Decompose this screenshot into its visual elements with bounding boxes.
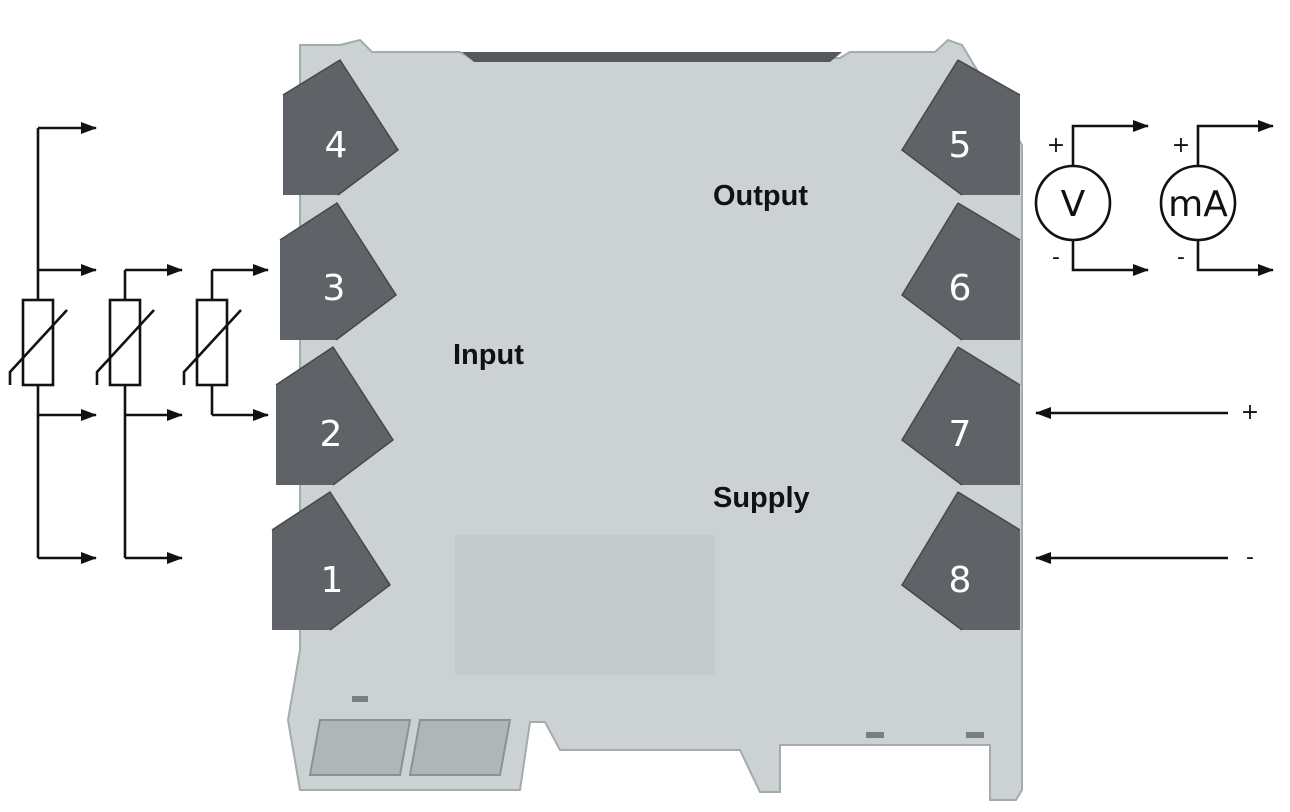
- terminal-number: 7: [949, 414, 972, 455]
- terminal-number: 2: [320, 414, 343, 455]
- minus-sign: -: [1177, 245, 1185, 270]
- ammeter: mA + -: [1159, 120, 1274, 276]
- terminal-number: 1: [321, 560, 344, 601]
- supply-wiring: + -: [1035, 400, 1259, 570]
- terminal-number: 4: [325, 125, 348, 166]
- left-terminal-2: 2: [275, 345, 395, 486]
- voltmeter-icon: [1034, 164, 1112, 242]
- ammeter-icon: [1159, 164, 1237, 242]
- right-terminal-5: 5: [901, 59, 1021, 196]
- plus-sign: +: [1047, 133, 1065, 158]
- rtd-sensor-icon: [8, 298, 68, 387]
- terminal-number: 5: [949, 125, 972, 166]
- left-terminal-1: 1: [271, 490, 392, 631]
- module-housing: [286, 38, 1023, 801]
- rtd-sensor-icon: [182, 298, 242, 387]
- voltmeter-symbol: V: [1061, 184, 1086, 225]
- output-label: Output: [713, 180, 808, 212]
- minus-sign: -: [1052, 245, 1060, 270]
- plus-sign: +: [1172, 133, 1190, 158]
- right-terminal-6: 6: [901, 202, 1021, 341]
- left-terminal-4: 4: [282, 58, 400, 196]
- voltmeter: V + -: [1034, 120, 1149, 276]
- terminal-number: 3: [323, 268, 346, 309]
- supply-plus-sign: +: [1241, 400, 1259, 425]
- right-terminal-8: 8: [901, 491, 1021, 631]
- terminal-number: 6: [949, 268, 972, 309]
- ammeter-symbol: mA: [1168, 184, 1228, 225]
- input-label: Input: [453, 339, 524, 371]
- sensor-wiring: [36, 122, 269, 564]
- rtd-sensor-icon: [95, 298, 155, 387]
- left-terminal-3: 3: [279, 201, 398, 341]
- supply-label: Supply: [713, 482, 810, 514]
- terminal-number: 8: [949, 560, 972, 601]
- right-terminal-7: 7: [901, 346, 1021, 486]
- supply-minus-sign: -: [1246, 545, 1254, 570]
